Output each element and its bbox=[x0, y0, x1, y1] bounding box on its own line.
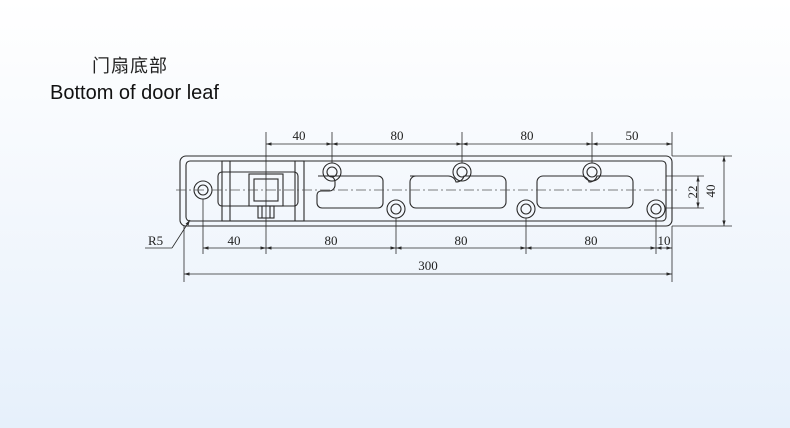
dim-bottom-2: 80 bbox=[325, 233, 338, 248]
dim-overall: 300 bbox=[418, 258, 438, 273]
dim-top-4: 50 bbox=[626, 128, 639, 143]
dim-top-2: 80 bbox=[391, 128, 404, 143]
hole-7 bbox=[646, 199, 666, 219]
hole-4 bbox=[582, 162, 602, 182]
hole-6 bbox=[516, 199, 536, 219]
dim-right-inner: 22 bbox=[685, 186, 700, 199]
hole-5 bbox=[386, 199, 406, 219]
slot-1 bbox=[316, 175, 384, 209]
radius-label: R5 bbox=[148, 233, 163, 248]
plate-inner-outline bbox=[185, 160, 667, 222]
dim-right-outer: 40 bbox=[703, 185, 718, 198]
dim-bottom-5: 10 bbox=[658, 233, 671, 248]
dim-bottom-1: 40 bbox=[228, 233, 241, 248]
plate-outline bbox=[179, 155, 673, 227]
latch-housing bbox=[221, 160, 305, 222]
hole-3 bbox=[452, 162, 472, 182]
dim-bottom-4: 80 bbox=[585, 233, 598, 248]
hole-2 bbox=[322, 162, 342, 182]
dim-top-1: 40 bbox=[293, 128, 306, 143]
slot-2 bbox=[409, 175, 507, 209]
dim-top-3: 80 bbox=[521, 128, 534, 143]
title-chinese: 门扇底部 bbox=[92, 56, 168, 77]
slot-3 bbox=[536, 175, 634, 209]
dim-bottom-3: 80 bbox=[455, 233, 468, 248]
title-english: Bottom of door leaf bbox=[50, 82, 219, 104]
